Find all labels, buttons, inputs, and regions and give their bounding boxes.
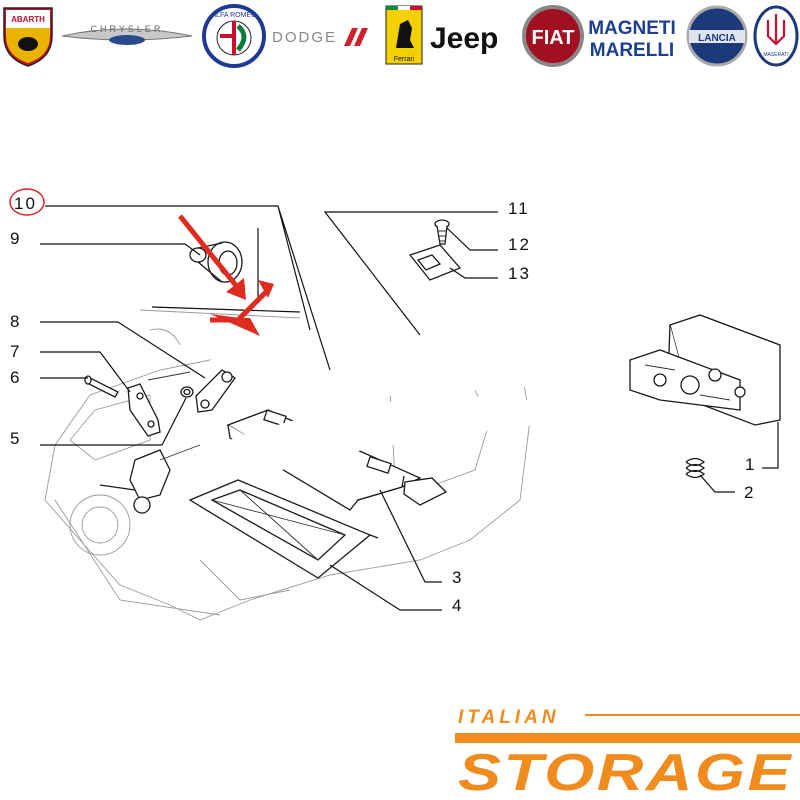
- chrysler-logo[interactable]: CHRYSLER: [61, 24, 193, 45]
- highlight-circle: [9, 188, 45, 216]
- ferrari-logo-text: Ferrari: [394, 56, 415, 63]
- alfa-romeo-logo-text: ALFA ROMEO: [211, 12, 257, 19]
- fiat-logo-text: FIAT: [532, 27, 575, 49]
- callout-1[interactable]: 1: [745, 455, 756, 474]
- brand-logo-bar: ABARTH CHRYSLER ALFA ROMEO DODGE: [3, 4, 799, 68]
- callout-12[interactable]: 12: [508, 235, 531, 254]
- clip-part-13[interactable]: [408, 244, 462, 281]
- screw-part-12[interactable]: [434, 219, 450, 245]
- lever-part-7[interactable]: [127, 383, 161, 437]
- italian-storage-logo[interactable]: ITALIAN STORAGE: [455, 707, 800, 800]
- store-logo-line1: ITALIAN: [458, 707, 560, 728]
- abarth-logo-text: ABARTH: [11, 15, 45, 24]
- spring-part-2[interactable]: [685, 457, 706, 479]
- callout-9[interactable]: 9: [10, 229, 21, 248]
- callout-13[interactable]: 13: [508, 264, 531, 283]
- dodge-logo-text: DODGE: [272, 29, 337, 46]
- store-logo-line2: STORAGE: [458, 744, 793, 800]
- callout-labels: 10 9 8 7 6 5 11 12 13 1 2 3 4: [9, 188, 756, 615]
- callout-8[interactable]: 8: [10, 312, 21, 331]
- lower-linkage: [99, 444, 201, 514]
- callout-7[interactable]: 7: [10, 342, 21, 361]
- red-arrow-icon-2: [210, 280, 274, 336]
- highlight-arrows: [178, 214, 274, 336]
- callout-4[interactable]: 4: [452, 596, 463, 615]
- maserati-logo-text: MASERATI: [763, 52, 788, 58]
- ferrari-logo[interactable]: Ferrari: [385, 5, 423, 65]
- fiat-logo[interactable]: FIAT: [522, 5, 584, 67]
- callout-5[interactable]: 5: [10, 429, 21, 448]
- red-arrow-icon-1: [178, 214, 246, 300]
- callout-2[interactable]: 2: [744, 483, 755, 502]
- callout-11[interactable]: 11: [508, 199, 530, 218]
- lancia-logo-text: LANCIA: [698, 33, 736, 44]
- abarth-logo[interactable]: ABARTH: [3, 7, 53, 67]
- lever-part-8[interactable]: [147, 369, 236, 413]
- leader-lines: [40, 205, 779, 611]
- control-unit-part-1[interactable]: [629, 314, 781, 426]
- callout-6[interactable]: 6: [10, 368, 21, 387]
- callout-3[interactable]: 3: [452, 568, 463, 587]
- dodge-logo[interactable]: DODGE: [272, 28, 368, 46]
- lancia-logo[interactable]: LANCIA: [686, 5, 748, 67]
- chrysler-logo-text: CHRYSLER: [91, 24, 164, 34]
- alfa-romeo-logo[interactable]: ALFA ROMEO: [202, 4, 266, 68]
- nut-part-5[interactable]: [180, 386, 194, 398]
- maserati-logo[interactable]: MASERATI: [753, 5, 799, 67]
- frame-gasket-part-4[interactable]: [188, 479, 379, 579]
- callout-10[interactable]: 10: [14, 194, 37, 213]
- marelli-text: MARELLI: [590, 40, 674, 61]
- magneti-text: MAGNETI: [588, 18, 676, 39]
- jeep-logo[interactable]: Jeep: [430, 22, 498, 55]
- magneti-marelli-logo[interactable]: MAGNETI MARELLI: [588, 18, 676, 61]
- jeep-logo-text: Jeep: [430, 22, 498, 55]
